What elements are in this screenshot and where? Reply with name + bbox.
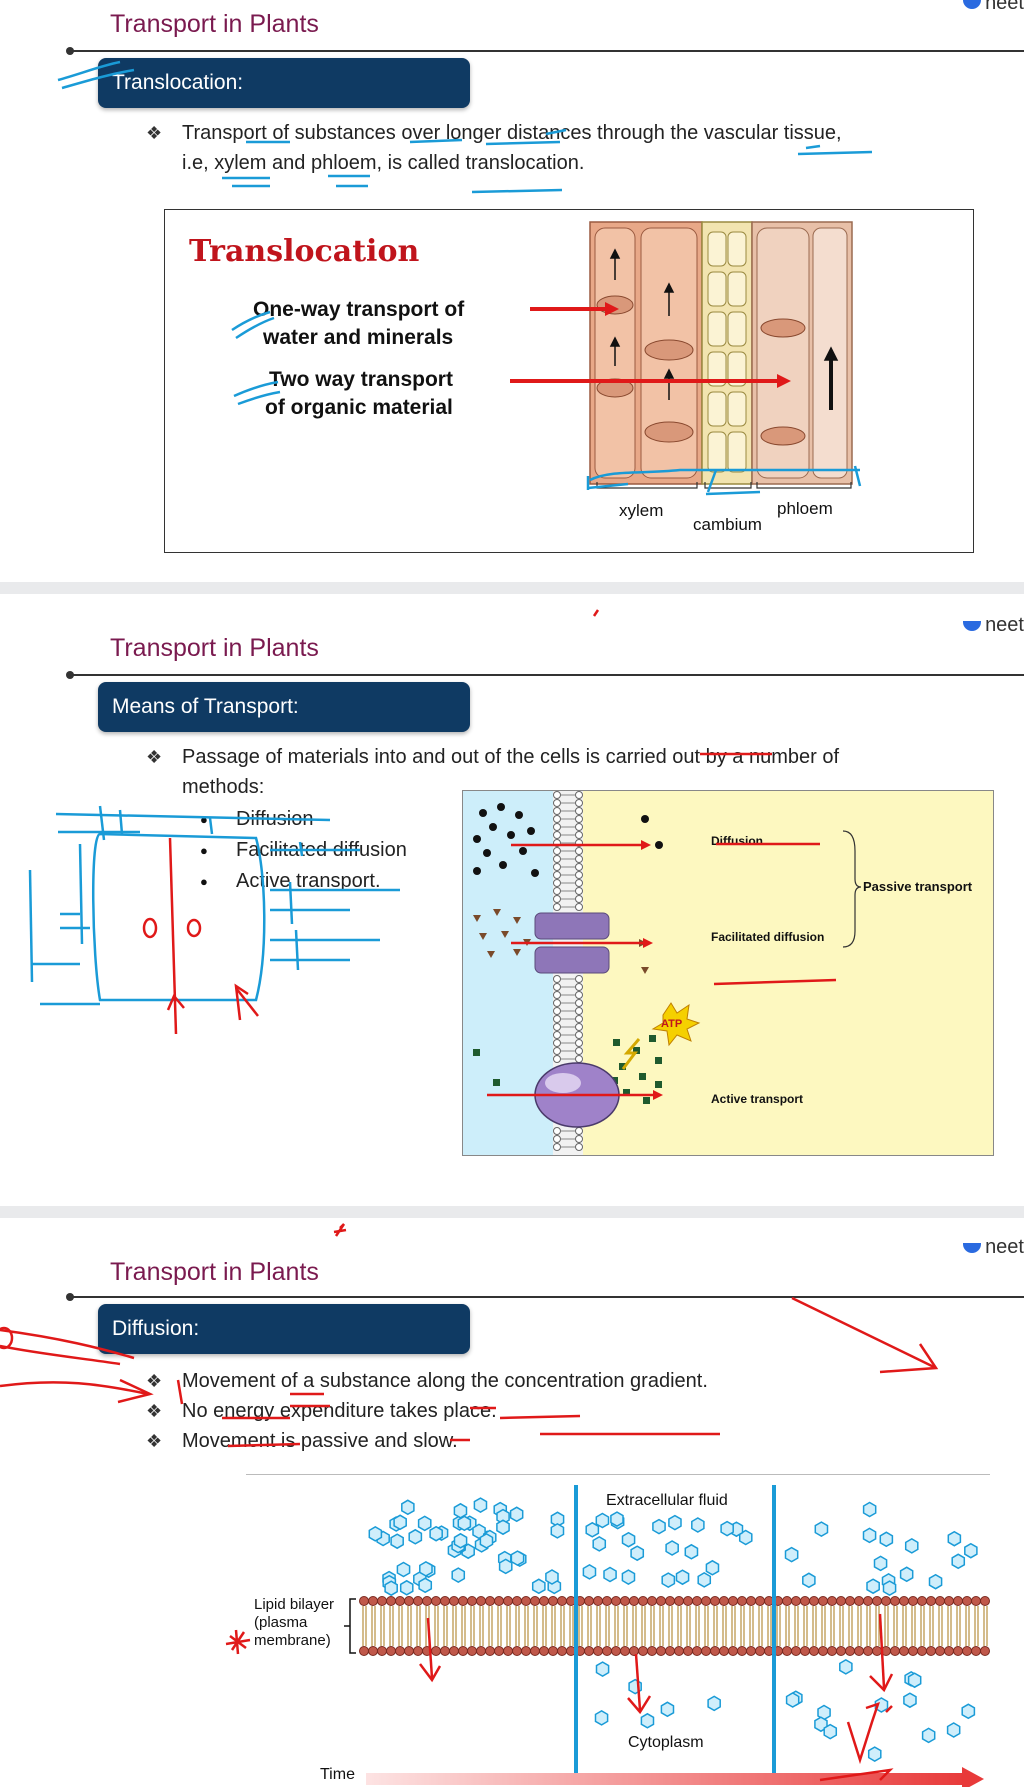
title-rule [66, 47, 1024, 55]
bullet-text: ❖ Movement of a substance along the conc… [146, 1366, 962, 1396]
brand-name: neet [985, 614, 1024, 636]
cambium-label: cambium [693, 515, 762, 534]
xylem-label: xylem [619, 501, 663, 520]
diamond-bullet-icon: ❖ [146, 1431, 163, 1451]
atp-burst-icon: ATP [621, 1002, 701, 1070]
brand-icon [963, 620, 982, 631]
section-badge: Diffusion: [98, 1304, 470, 1354]
section-badge: Translocation: [98, 58, 470, 108]
facilitated-label: Facilitated diffusion [711, 930, 824, 944]
slide-means-of-transport: neet Transport in Plants Means of Transp… [0, 594, 1024, 1206]
slide-title: Transport in Plants [110, 1258, 319, 1286]
brand-icon [963, 0, 982, 9]
slide-translocation: Transport in Plants neet Translocation: … [0, 0, 1024, 582]
bullet-line: methods: [182, 776, 265, 798]
vascular-tissue-illustration [589, 221, 853, 485]
title-rule [66, 671, 1024, 679]
bilayer-label-2: (plasma [254, 1614, 308, 1631]
cytoplasm-label: Cytoplasm [628, 1734, 704, 1751]
translocation-arrows [510, 302, 791, 388]
annotations-slide2 [28, 609, 837, 1035]
time-label: Time [320, 1766, 355, 1783]
figure-heading: Translocation [189, 234, 419, 269]
bilayer-label: Lipid bilayer [254, 1596, 334, 1613]
time-arrow [366, 1773, 966, 1785]
passive-brace [842, 830, 862, 948]
slide-title: Transport in Plants [110, 634, 319, 662]
bullet-line: Passage of materials into and out of the… [182, 746, 840, 768]
bullet-line: No energy expenditure takes place. [182, 1400, 497, 1422]
translocation-figure: Translocation One-way transport of water… [164, 209, 974, 553]
bullet-text: ❖ Transport of substances over longer di… [146, 118, 982, 178]
label-one-way-2: water and minerals [262, 326, 453, 349]
label-two-way-2: of organic material [265, 396, 453, 419]
lipid-bilayer [359, 1596, 990, 1656]
annotations-slide3 [0, 1223, 939, 1782]
solute-molecules [368, 1497, 978, 1762]
brand-logo: neet [963, 614, 1024, 637]
translocation-diagram: Translocation One-way transport of water… [189, 221, 853, 534]
phloem-label: phloem [777, 499, 833, 518]
membrane-transport-diagram: ATP Diffusion Facilitated diffusion Acti… [463, 791, 973, 1155]
channel-protein [534, 912, 610, 974]
diffusion-figure: Extracellular fluid Cytoplasm Lipid bila… [246, 1474, 990, 1787]
brand-logo: neet [963, 0, 1024, 15]
bullet-line: Movement of a substance along the concen… [182, 1370, 708, 1392]
diamond-bullet-icon: ❖ [146, 1401, 163, 1421]
method-item: Active transport. [200, 870, 380, 893]
brand-logo: neet [963, 1236, 1024, 1259]
time-arrow-head [962, 1767, 984, 1787]
diamond-bullet-icon: ❖ [146, 1371, 163, 1391]
label-two-way: Two way transport [269, 368, 453, 391]
diamond-bullet-icon: ❖ [146, 747, 163, 767]
diffusion-molecules [473, 803, 663, 877]
brand-icon [963, 1242, 982, 1253]
bullet-text: ❖ Passage of materials into and out of t… [146, 742, 972, 802]
label-one-way: One-way transport of [253, 298, 465, 321]
title-rule [66, 1293, 1024, 1301]
bullet-text: ❖ No energy expenditure takes place. [146, 1396, 962, 1426]
extracellular-label: Extracellular fluid [606, 1492, 728, 1509]
passive-label: Passive transport [863, 879, 973, 894]
annotations-slide1 [57, 60, 873, 496]
slide-diffusion: neet Transport in Plants Diffusion: ❖ Mo… [0, 1218, 1024, 1787]
diffusion-diagram: Extracellular fluid Cytoplasm Lipid bila… [254, 1485, 990, 1783]
bullet-line: Transport of substances over longer dist… [182, 122, 842, 144]
bilayer-label-3: membrane) [254, 1632, 331, 1649]
atp-label: ATP [661, 1018, 682, 1030]
brand-name: neet [985, 0, 1024, 14]
section-badge: Means of Transport: [98, 682, 470, 732]
slide-title: Transport in Plants [110, 10, 319, 38]
brand-name: neet [985, 1236, 1024, 1258]
bullet-line: i.e, xylem and phloem, is called translo… [182, 152, 585, 174]
active-label: Active transport [711, 1092, 803, 1106]
diamond-bullet-icon: ❖ [146, 123, 163, 143]
membrane-transport-figure: ATP Diffusion Facilitated diffusion Acti… [462, 790, 994, 1156]
transport-arrows [487, 840, 663, 1100]
tissue-brackets [596, 482, 852, 489]
